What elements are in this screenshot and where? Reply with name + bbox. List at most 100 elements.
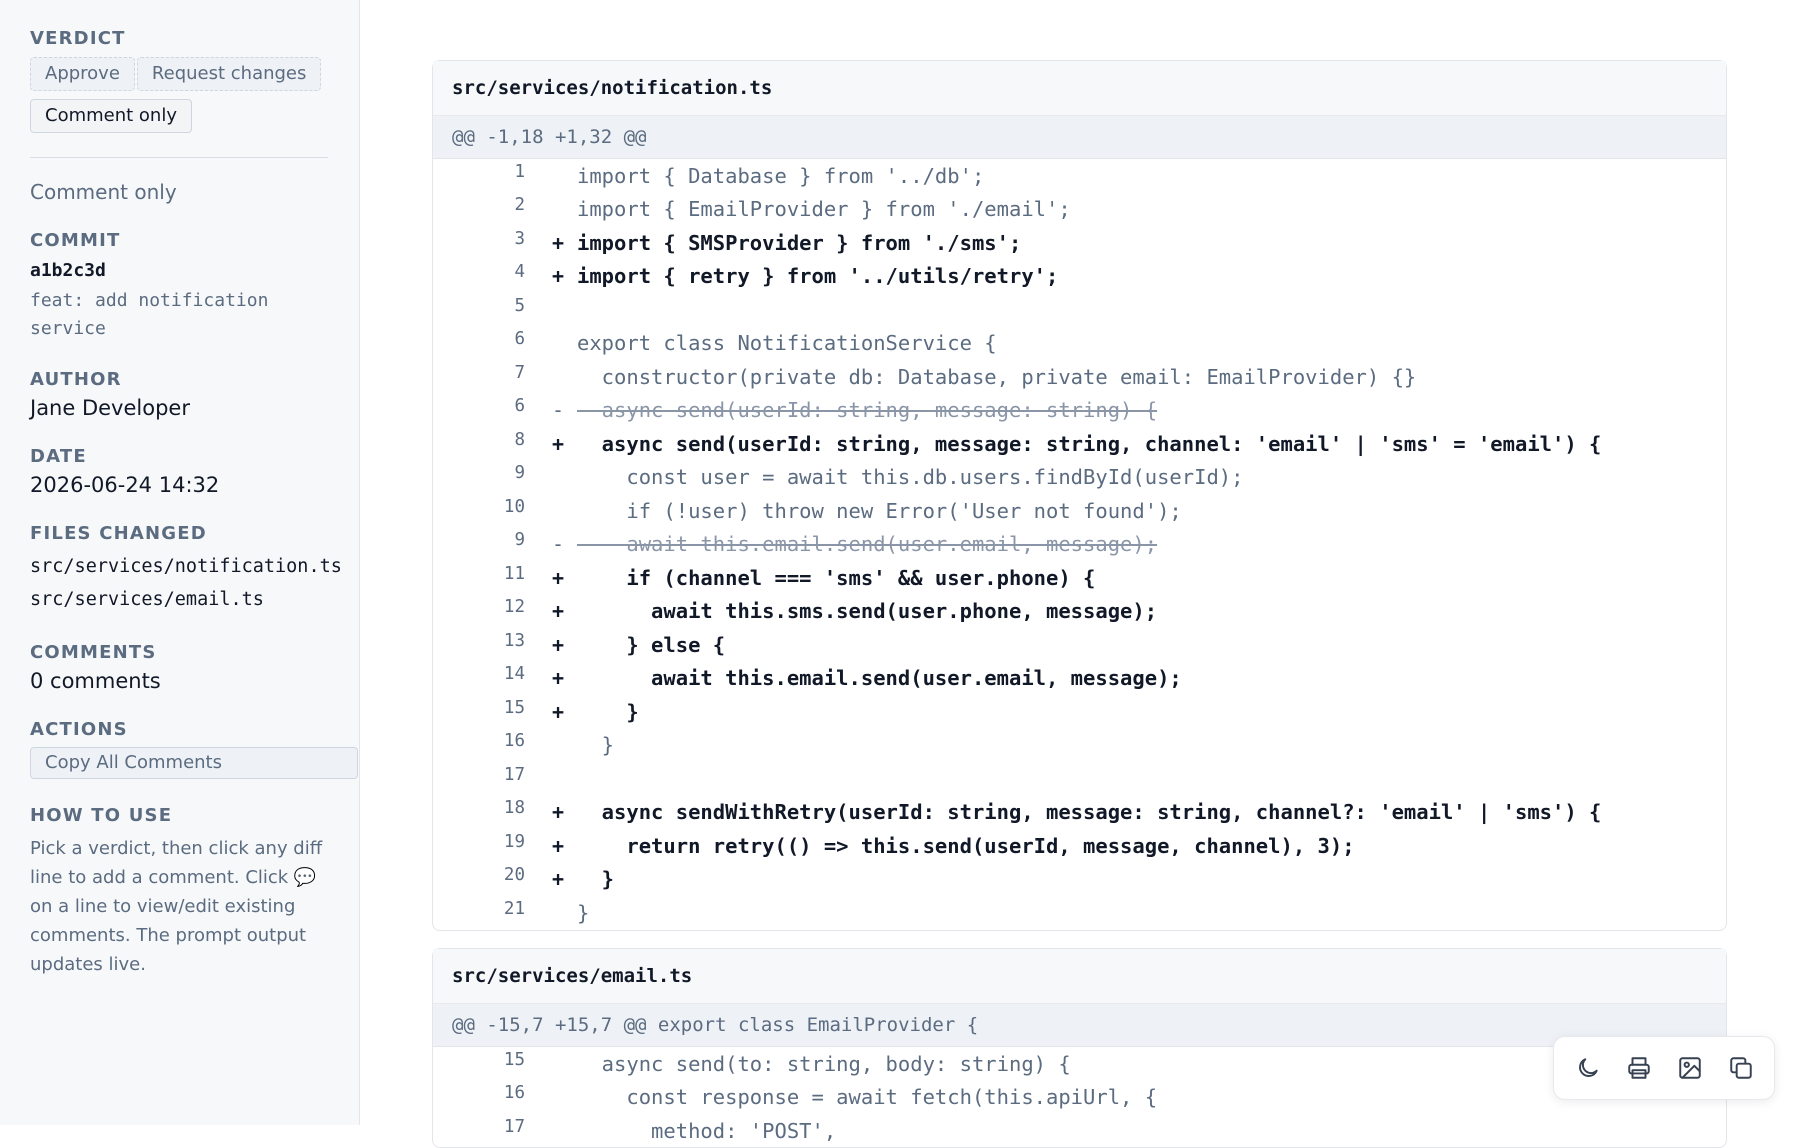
line-number: 13 xyxy=(503,630,525,651)
floating-toolbar xyxy=(1553,1036,1775,1100)
code-text: await this.sms.send(user.phone, message)… xyxy=(577,599,1158,624)
diff-marker: + xyxy=(551,431,565,456)
file-header: src/services/email.ts xyxy=(433,949,1726,1004)
code-text: import { EmailProvider } from './email'; xyxy=(577,197,1071,222)
code-text: } xyxy=(577,900,590,925)
line-number: 14 xyxy=(503,664,525,685)
howto-title: HOW TO USE xyxy=(30,805,173,826)
files-changed-title: FILES CHANGED xyxy=(30,523,207,544)
diff-line-removed[interactable]: 6- async send(userId: string, message: s… xyxy=(433,394,1726,428)
diff-line-context[interactable]: 17 method: 'POST', xyxy=(433,1114,1726,1148)
dark-mode-button[interactable] xyxy=(1568,1048,1608,1088)
line-number: 6 xyxy=(514,329,525,350)
diff-line-context[interactable]: 6 export class NotificationService { xyxy=(433,327,1726,361)
diff-line-context[interactable]: 17 xyxy=(433,762,1726,796)
diff-line-added[interactable]: 13+ } else { xyxy=(433,628,1726,662)
copy-button[interactable] xyxy=(1721,1048,1761,1088)
diff-line-added[interactable]: 19+ return retry(() => this.send(userId,… xyxy=(433,829,1726,863)
commit-hash: a1b2c3d xyxy=(30,260,106,281)
request-changes-button[interactable]: Request changes xyxy=(136,57,322,91)
code-text: } xyxy=(577,867,615,892)
diff-line-context[interactable]: 5 xyxy=(433,293,1726,327)
diff-marker: + xyxy=(551,230,565,255)
diff-lines: 15 async send(to: string, body: string) … xyxy=(433,1047,1726,1148)
commit-title: COMMIT xyxy=(30,230,121,251)
diff-marker: - xyxy=(551,398,565,423)
diff-line-added[interactable]: 8+ async send(userId: string, message: s… xyxy=(433,427,1726,461)
file-header: src/services/notification.ts xyxy=(433,61,1726,116)
code-text: async send(to: string, body: string) { xyxy=(577,1051,1071,1076)
code-text: if (channel === 'sms' && user.phone) { xyxy=(577,565,1096,590)
diff-marker: + xyxy=(551,666,565,691)
code-text: const response = await fetch(this.apiUrl… xyxy=(577,1085,1158,1110)
code-text: method: 'POST', xyxy=(577,1118,837,1143)
line-number: 9 xyxy=(514,530,525,551)
line-number: 17 xyxy=(503,764,525,785)
line-number: 3 xyxy=(514,228,525,249)
diff-line-context[interactable]: 16 const response = await fetch(this.api… xyxy=(433,1081,1726,1115)
code-text: import { retry } from '../utils/retry'; xyxy=(577,264,1059,289)
file-link-email[interactable]: src/services/email.ts xyxy=(30,589,264,610)
code-text: import { SMSProvider } from './sms'; xyxy=(577,230,1022,255)
diff-view: src/services/notification.ts @@ -1,18 +1… xyxy=(361,0,1800,1148)
diff-line-added[interactable]: 4+import { retry } from '../utils/retry'… xyxy=(433,260,1726,294)
line-number: 10 xyxy=(503,496,525,517)
export-image-button[interactable] xyxy=(1670,1048,1710,1088)
line-number: 6 xyxy=(514,396,525,417)
diff-line-added[interactable]: 18+ async sendWithRetry(userId: string, … xyxy=(433,796,1726,830)
author-name: Jane Developer xyxy=(30,396,190,420)
comments-section: COMMENTS 0 comments xyxy=(30,642,359,693)
files-list: src/services/notification.ts src/service… xyxy=(30,550,359,616)
commit-section: COMMIT a1b2c3d feat: add notification se… xyxy=(30,230,359,343)
file-link-notification[interactable]: src/services/notification.ts xyxy=(30,556,342,577)
approve-button[interactable]: Approve xyxy=(30,57,135,91)
code-text: if (!user) throw new Error('User not fou… xyxy=(577,498,1182,523)
print-button[interactable] xyxy=(1619,1048,1659,1088)
line-number: 11 xyxy=(503,563,525,584)
files-changed-section: FILES CHANGED src/services/notification.… xyxy=(30,523,359,616)
diff-line-added[interactable]: 20 + } xyxy=(433,863,1726,897)
diff-marker: + xyxy=(551,599,565,624)
date-section: DATE 2026-06-24 14:32 xyxy=(30,446,359,497)
copy-all-comments-button[interactable]: Copy All Comments xyxy=(30,747,358,779)
diff-line-context[interactable]: 9 const user = await this.db.users.findB… xyxy=(433,461,1726,495)
print-icon xyxy=(1627,1057,1650,1079)
diff-line-added[interactable]: 14 + await this.email.send(user.email, me… xyxy=(433,662,1726,696)
comments-count: 0 comments xyxy=(30,669,161,693)
diff-line-added[interactable]: 11+ if (channel === 'sms' && user.phone)… xyxy=(433,561,1726,595)
diff-line-added[interactable]: 3 + import { SMSProvider } from './sms'; xyxy=(433,226,1726,260)
diff-line-added[interactable]: 15+ } xyxy=(433,695,1726,729)
diff-line-context[interactable]: 7 constructor(private db: Database, priv… xyxy=(433,360,1726,394)
line-number: 20 xyxy=(503,865,525,886)
line-number: 15 xyxy=(503,697,525,718)
code-text: export class NotificationService { xyxy=(577,331,997,356)
diff-marker: + xyxy=(551,699,565,724)
code-text: await this.email.send(user.email, messag… xyxy=(577,666,1182,691)
diff-marker: - xyxy=(551,532,565,557)
diff-line-context[interactable]: 21} xyxy=(433,896,1726,930)
diff-marker: + xyxy=(551,632,565,657)
howto-section: HOW TO USE Pick a verdict, then click an… xyxy=(30,805,359,979)
diff-line-added[interactable]: 12 + await this.sms.send(user.phone, mess… xyxy=(433,595,1726,629)
code-text: const user = await this.db.users.findByI… xyxy=(577,465,1244,490)
actions-title: ACTIONS xyxy=(30,719,128,740)
diff-marker: + xyxy=(551,264,565,289)
diff-marker: + xyxy=(551,833,565,858)
comment-only-button[interactable]: Comment only xyxy=(30,99,192,133)
code-text: async sendWithRetry(userId: string, mess… xyxy=(577,800,1602,825)
image-icon xyxy=(1678,1057,1701,1079)
diff-line-removed[interactable]: 9- await this.email.send(user.email, mes… xyxy=(433,528,1726,562)
diff-line-context[interactable]: 15 async send(to: string, body: string) … xyxy=(433,1047,1726,1081)
diff-line-context[interactable]: 10 if (!user) throw new Error('User not … xyxy=(433,494,1726,528)
diff-marker: + xyxy=(551,800,565,825)
moon-icon xyxy=(1578,1058,1598,1077)
diff-marker: + xyxy=(551,867,565,892)
copy-icon xyxy=(1729,1057,1752,1079)
line-number: 12 xyxy=(503,597,525,618)
diff-line-context[interactable]: 16 } xyxy=(433,729,1726,763)
verdict-title: VERDICT xyxy=(30,28,126,49)
